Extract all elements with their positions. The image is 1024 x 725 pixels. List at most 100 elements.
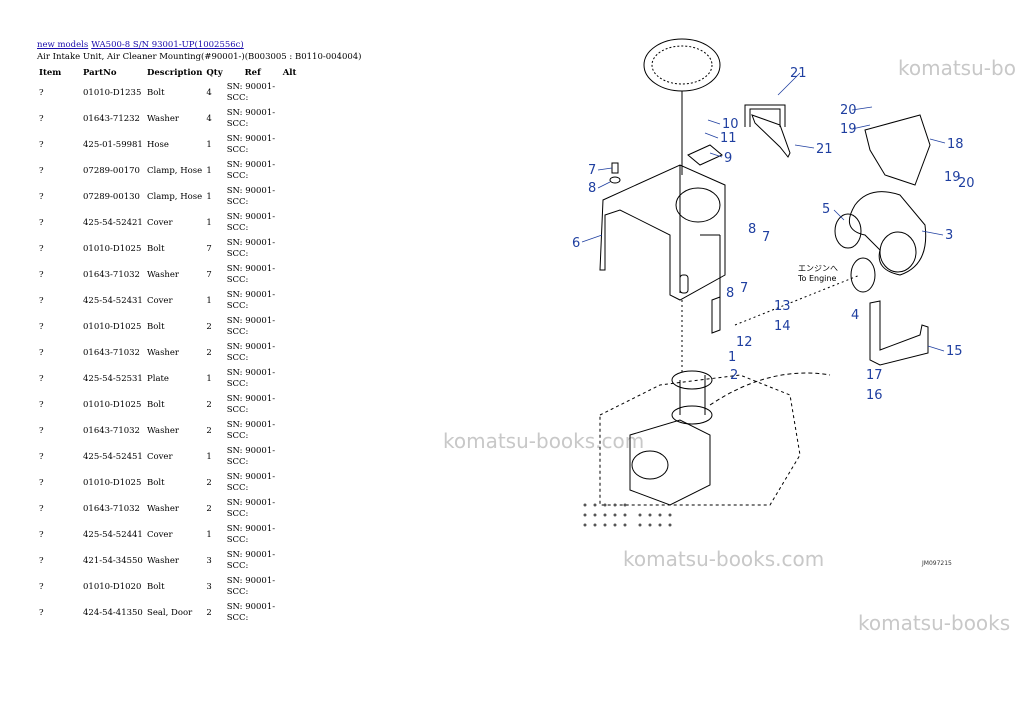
drawing-code: JM097215 xyxy=(921,560,952,567)
cell-item: ? xyxy=(39,504,44,514)
cell-qty: 1 xyxy=(206,166,212,176)
handle-upper xyxy=(744,104,786,127)
cell-description: Washer xyxy=(147,270,179,280)
callout-7: 7 xyxy=(762,230,770,245)
cell-ref: SN: 90001-SCC: xyxy=(226,342,276,363)
plate-part-9 xyxy=(687,144,723,166)
cell-description: Seal, Door xyxy=(147,608,193,618)
turbo-body xyxy=(629,419,711,506)
cell-ref: SN: 90001-SCC: xyxy=(226,420,276,441)
cell-qty: 2 xyxy=(206,400,212,410)
cell-qty: 7 xyxy=(206,244,212,254)
callout-7: 7 xyxy=(740,281,748,296)
cell-item: ? xyxy=(39,556,44,566)
cell-partno: 425-01-59981 xyxy=(83,140,143,150)
cell-description: Washer xyxy=(147,504,179,514)
cell-description: Bolt xyxy=(147,88,165,98)
cell-ref: SN: 90001-SCC: xyxy=(226,602,276,623)
col-qty: Qty xyxy=(206,68,223,78)
cell-partno: 01643-71032 xyxy=(83,348,140,358)
callout-1: 1 xyxy=(728,350,736,365)
cell-partno: 425-54-52431 xyxy=(83,296,143,306)
cell-alt xyxy=(281,314,299,340)
cell-partno: 425-54-52531 xyxy=(83,374,143,384)
cell-partno: 01010-D1020 xyxy=(83,582,142,592)
cell-partno: 425-54-52421 xyxy=(83,218,143,228)
callout-7: 7 xyxy=(588,163,596,178)
bracket-part-12 xyxy=(711,296,721,334)
cell-qty: 2 xyxy=(206,478,212,488)
cell-item: ? xyxy=(39,374,44,384)
cell-qty: 3 xyxy=(206,582,212,592)
callout-5: 5 xyxy=(822,202,830,217)
cell-qty: 1 xyxy=(206,452,212,462)
cell-description: Clamp, Hose xyxy=(147,192,203,202)
cell-alt xyxy=(281,444,299,470)
cell-description: Washer xyxy=(147,556,179,566)
cell-partno: 01010-D1025 xyxy=(83,400,142,410)
cell-partno: 01010-D1025 xyxy=(83,322,142,332)
table-header-row: Item PartNo Description Qty Ref Alt xyxy=(37,66,298,80)
cell-item: ? xyxy=(39,218,44,228)
cell-item: ? xyxy=(39,296,44,306)
cell-partno: 01643-71032 xyxy=(83,426,140,436)
callout-21: 21 xyxy=(790,66,807,81)
cell-item: ? xyxy=(39,582,44,592)
callout-15: 15 xyxy=(946,344,963,359)
cell-item: ? xyxy=(39,270,44,280)
bracket-part-15 xyxy=(869,300,929,366)
cell-alt xyxy=(281,210,299,236)
cell-partno: 01643-71032 xyxy=(83,504,140,514)
cell-item: ? xyxy=(39,166,44,176)
cell-description: Washer xyxy=(147,348,179,358)
callout-20: 20 xyxy=(840,103,857,118)
cover-part-6 xyxy=(599,164,726,301)
cell-partno: 425-54-52441 xyxy=(83,530,143,540)
watermark: komatsu-books.com xyxy=(443,429,645,453)
cell-description: Bolt xyxy=(147,400,165,410)
cell-alt xyxy=(281,548,299,574)
cell-ref: SN: 90001-SCC: xyxy=(226,576,276,597)
cell-qty: 1 xyxy=(206,218,212,228)
cell-ref: SN: 90001-SCC: xyxy=(226,394,276,415)
cell-qty: 2 xyxy=(206,504,212,514)
cell-description: Cover xyxy=(147,530,173,540)
cell-alt xyxy=(281,236,299,262)
cell-ref: SN: 90001-SCC: xyxy=(226,212,276,233)
cell-qty: 4 xyxy=(206,88,212,98)
cell-description: Cover xyxy=(147,218,173,228)
hose-outlet xyxy=(879,231,917,273)
cell-description: Bolt xyxy=(147,322,165,332)
cell-qty: 2 xyxy=(206,322,212,332)
watermark: komatsu-books xyxy=(858,611,1011,635)
hose-part-3 xyxy=(848,191,927,276)
cell-ref: SN: 90001-SCC: xyxy=(226,290,276,311)
cell-alt xyxy=(281,470,299,496)
cell-item: ? xyxy=(39,88,44,98)
cover-part-18 xyxy=(864,114,931,186)
breadcrumb-link-new-models[interactable]: new models xyxy=(37,40,89,50)
callout-21: 21 xyxy=(816,142,833,157)
breadcrumb-link-model[interactable]: WA500-8 S/N 93001-UP(1002556c) xyxy=(91,40,244,50)
cell-description: Washer xyxy=(147,426,179,436)
callout-16: 16 xyxy=(866,388,883,403)
callout-4: 4 xyxy=(851,308,859,323)
cell-partno: 01643-71232 xyxy=(83,114,140,124)
cell-partno: 424-54-41350 xyxy=(83,608,143,618)
cell-alt xyxy=(281,496,299,522)
cell-description: Cover xyxy=(147,296,173,306)
cell-alt xyxy=(281,288,299,314)
callout-2: 2 xyxy=(730,368,738,383)
watermark: komatsu-books.com xyxy=(623,547,825,571)
col-description: Description xyxy=(147,68,203,78)
